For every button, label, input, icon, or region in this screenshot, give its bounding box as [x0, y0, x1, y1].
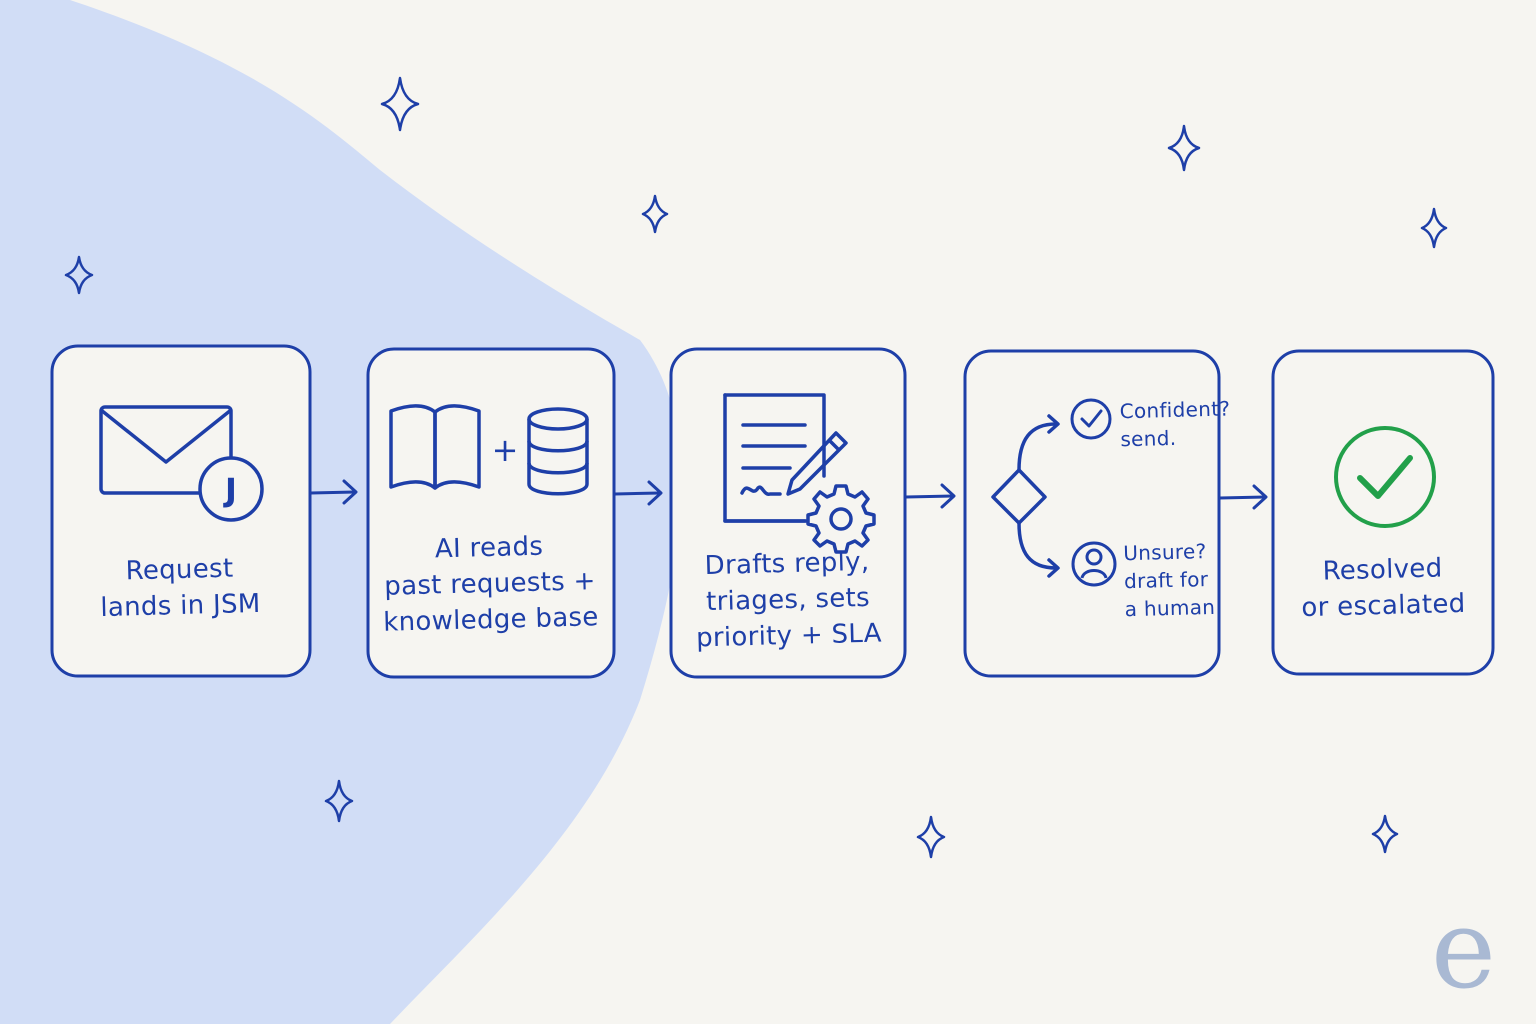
sparkle-icon: [916, 815, 946, 859]
arrow-icon: [613, 480, 663, 506]
sparkles: [64, 76, 1448, 859]
arrow-icon: [1218, 484, 1268, 510]
arrow-icon: [309, 479, 358, 505]
envelope-icon: [99, 405, 233, 495]
step-box-4: [963, 349, 1221, 678]
step-box-2: [366, 347, 616, 679]
sparkle-icon: [64, 255, 94, 295]
step-label-1: Request lands in JSM: [100, 553, 261, 624]
sparkle-icon: [641, 194, 669, 234]
plus-sign: +: [492, 431, 519, 469]
step-label-5: Resolved or escalated: [1301, 553, 1466, 624]
database-icon: [527, 407, 589, 496]
decision-diamond-icon: [991, 414, 1060, 578]
sparkle-icon: [1371, 814, 1399, 854]
step-box-5: [1271, 349, 1495, 676]
badge-letter: J: [223, 471, 237, 509]
gear-icon: [806, 484, 876, 554]
jira-badge-icon: J: [198, 456, 264, 522]
sparkle-icon: [380, 76, 420, 132]
step-label-3: Drafts reply, triages, sets priority + S…: [695, 546, 883, 654]
step-box-3: [669, 347, 907, 679]
sparkle-icon: [1167, 124, 1201, 172]
branch-label-confident: Confident? send.: [1119, 396, 1231, 452]
pencil-icon: [786, 431, 848, 496]
brand-logo: e: [1430, 885, 1496, 1013]
check-circle-icon: [1070, 398, 1112, 440]
step-label-2: AI reads past requests + knowledge base: [382, 531, 599, 638]
resolved-check-icon: [1334, 426, 1436, 528]
sparkle-icon: [324, 779, 354, 823]
document-icon: [723, 393, 826, 523]
person-circle-icon: [1071, 541, 1117, 587]
step-box-1: [50, 344, 312, 678]
background-blob: [0, 0, 682, 1024]
book-icon: [389, 404, 481, 490]
arrow-icon: [904, 483, 956, 509]
branch-label-unsure: Unsure? draft for a human: [1122, 539, 1216, 622]
sparkle-icon: [1420, 207, 1448, 249]
